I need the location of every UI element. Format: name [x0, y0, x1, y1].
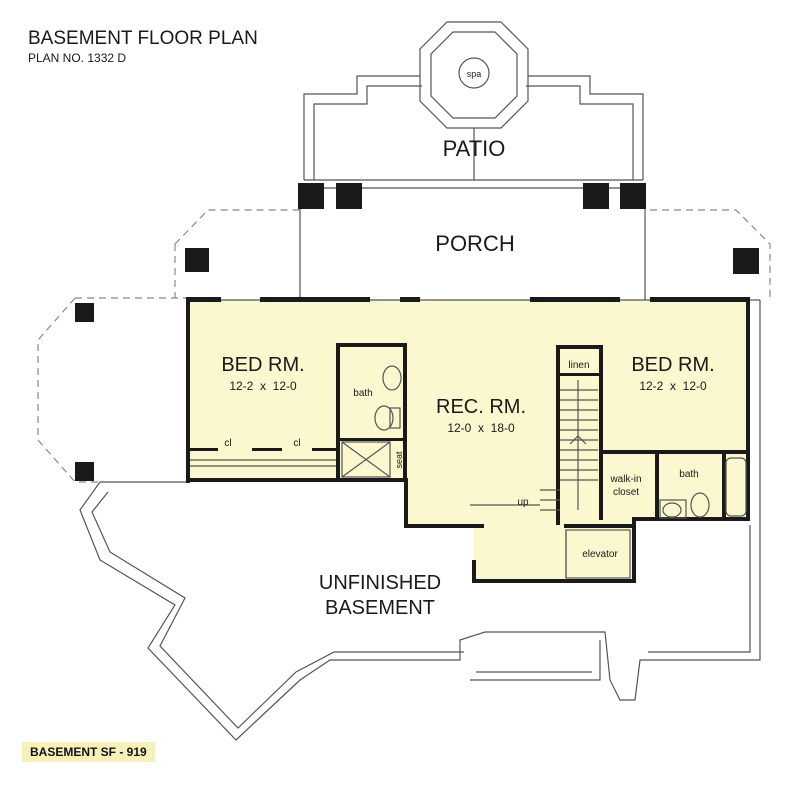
post — [733, 248, 759, 274]
spa-structure: spa — [419, 21, 529, 129]
elevator-label: elevator — [582, 549, 618, 560]
bed-right-dims: 12-2 x 12-0 — [639, 379, 707, 393]
square-footage-badge: BASEMENT SF - 919 — [22, 742, 155, 762]
linen-label: linen — [568, 360, 589, 371]
patio-label: PATIO — [443, 136, 506, 161]
sink-left — [382, 365, 402, 391]
bath-right-label: bath — [679, 469, 698, 480]
closet-label: closet — [613, 487, 639, 498]
plan-title: BASEMENT FLOOR PLAN — [28, 28, 258, 49]
sink-right — [662, 502, 682, 518]
porch-area: PORCH — [174, 187, 771, 300]
bed-right-label: BED RM. — [631, 354, 714, 376]
toilet-right — [690, 492, 710, 518]
post — [583, 183, 609, 209]
rec-room-label: REC. RM. — [436, 396, 526, 418]
tub-right — [725, 457, 747, 517]
fixtures — [341, 365, 747, 519]
stairs — [470, 380, 598, 511]
post — [185, 248, 209, 272]
finished-area — [190, 300, 748, 580]
column-posts — [75, 183, 759, 481]
bath-left-label: bath — [353, 388, 372, 399]
post — [620, 183, 646, 209]
post — [75, 462, 94, 481]
post — [298, 183, 324, 209]
bed-left-label: BED RM. — [221, 354, 304, 376]
post — [336, 183, 362, 209]
seat-label: seat — [394, 451, 404, 469]
post — [75, 303, 94, 322]
unfinished-label-line2: BASEMENT — [325, 597, 435, 619]
walk-in-label: walk-in — [609, 474, 641, 485]
toilet-left — [374, 405, 394, 431]
porch-label: PORCH — [435, 231, 514, 256]
unfinished-label-line1: UNFINISHED — [319, 572, 441, 594]
stairs-up-label: up — [517, 497, 529, 508]
closet-cl-1: cl — [224, 438, 231, 449]
elevator-shaft — [565, 529, 631, 579]
rec-room-dims: 12-0 x 18-0 — [447, 421, 515, 435]
interior-walls — [190, 343, 748, 525]
patio-area: PATIO — [303, 75, 644, 181]
bed-left-dims: 12-2 x 12-0 — [229, 379, 297, 393]
closet-cl-2: cl — [293, 438, 300, 449]
left-bay-deck — [37, 297, 190, 483]
shower — [341, 441, 391, 478]
plan-number: PLAN NO. 1332 D — [28, 51, 126, 65]
spa-label: spa — [467, 69, 482, 79]
exterior-walls — [186, 297, 750, 583]
